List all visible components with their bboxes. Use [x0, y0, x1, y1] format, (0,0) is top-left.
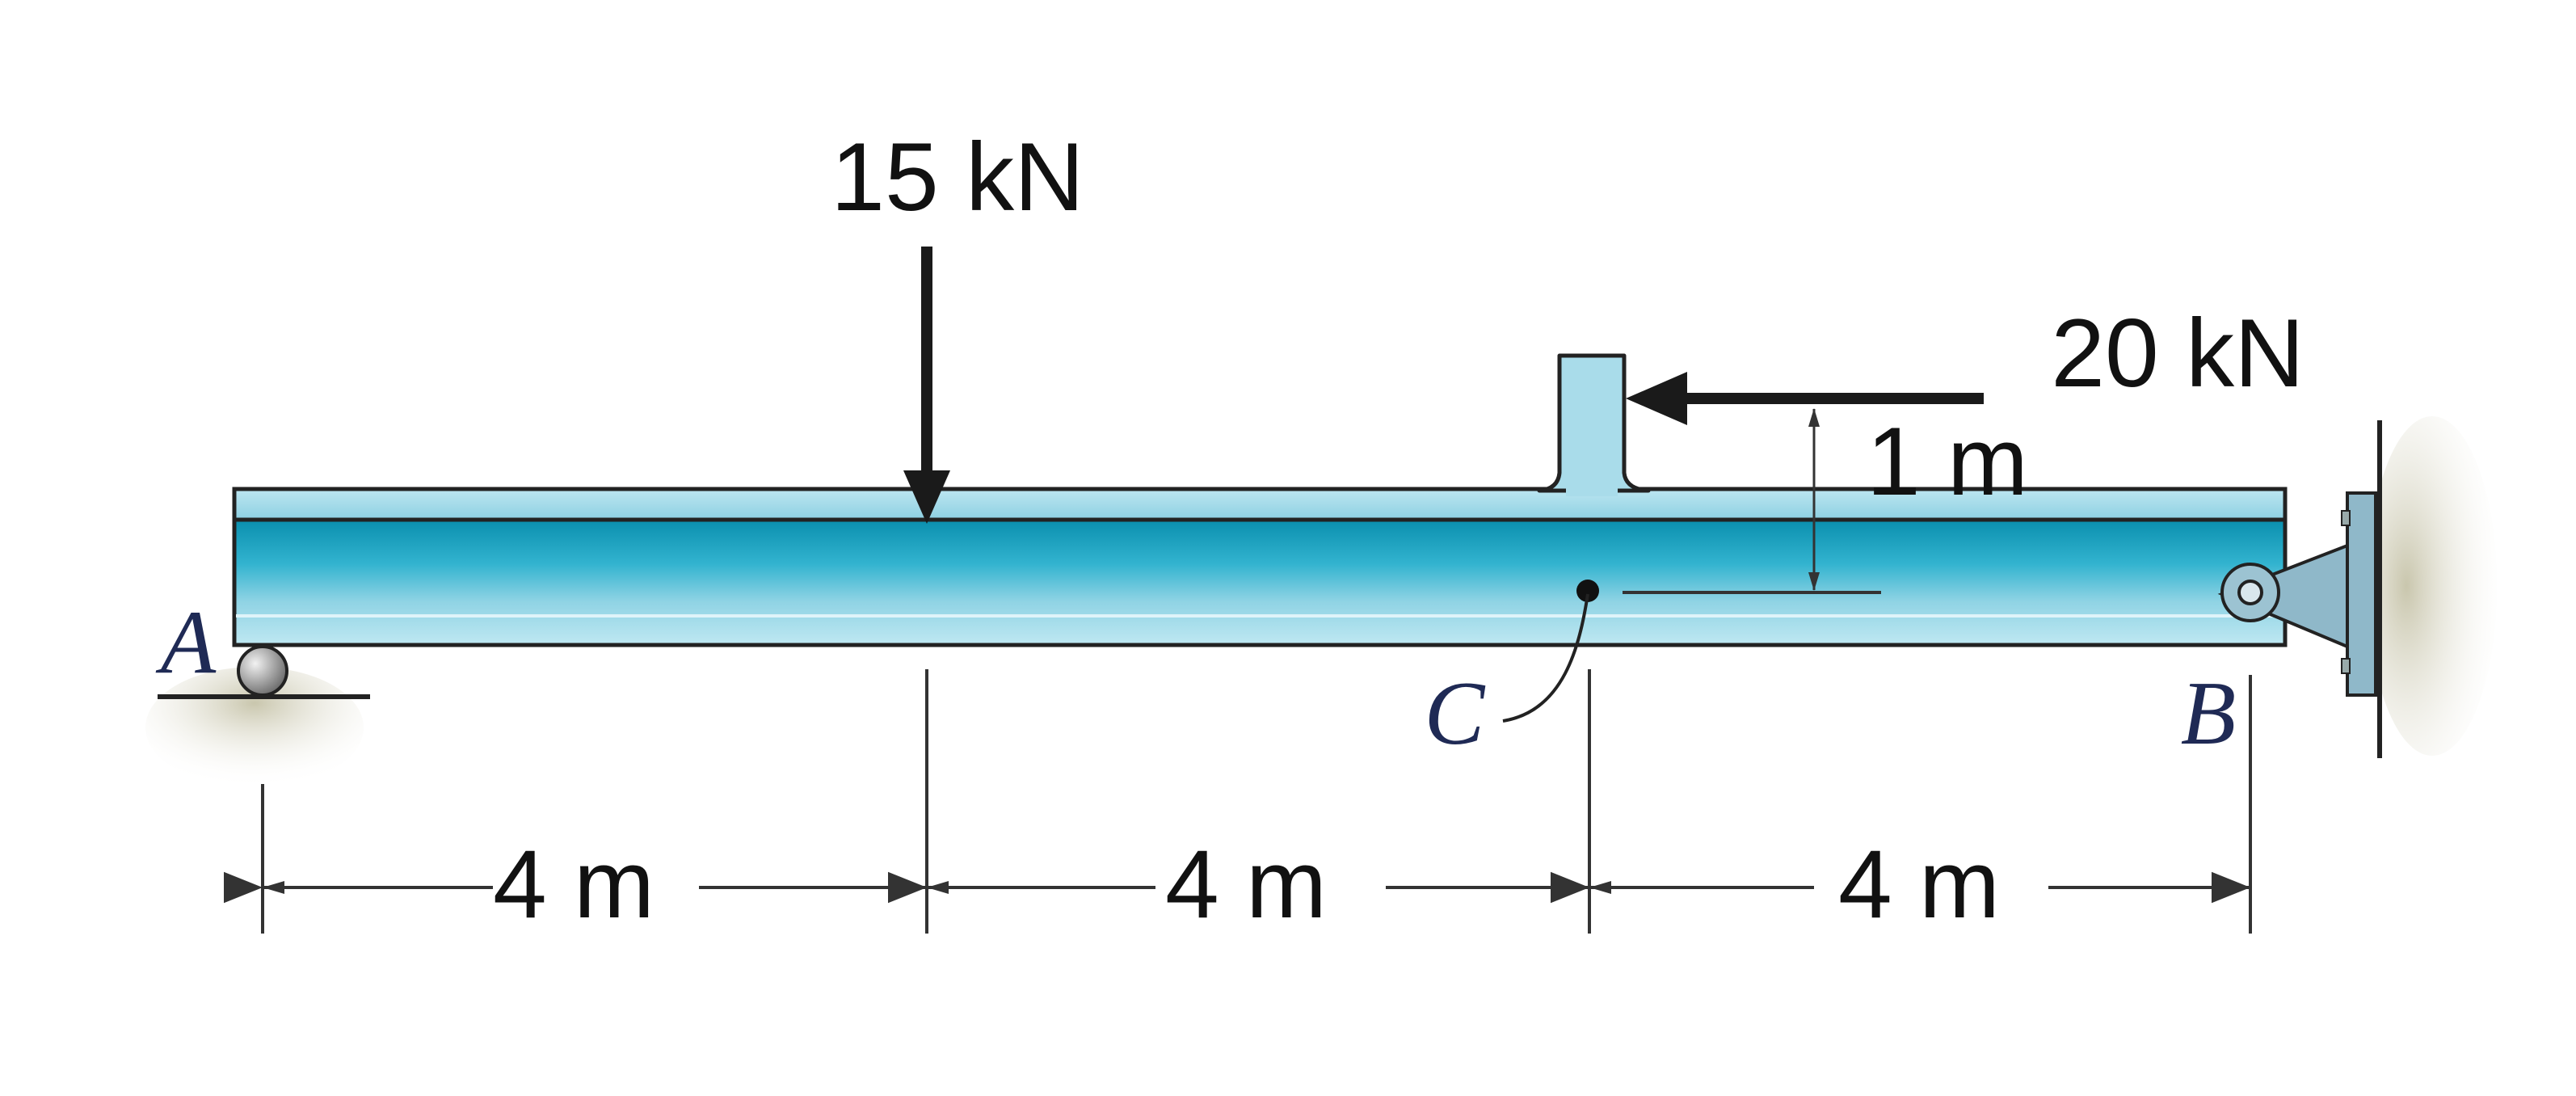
wall-b	[2368, 416, 2497, 758]
beam	[232, 487, 2288, 647]
lever-arm-dimension	[1623, 408, 1881, 594]
point-b-label: B	[2181, 664, 2236, 764]
lever-arm-label: 1 m	[1867, 407, 2028, 516]
dimension-arrowheads	[263, 881, 1611, 894]
dimension-label-1: 4 m	[493, 830, 655, 938]
pin-support-icon	[2217, 491, 2377, 697]
point-c-marker	[1502, 580, 1599, 723]
arrow-15kn	[903, 247, 950, 524]
dimension-label-3: 4 m	[1838, 830, 2000, 938]
dimension-label-2: 4 m	[1165, 830, 1327, 938]
ground-a	[145, 667, 370, 788]
roller-support-icon	[237, 645, 288, 697]
bracket	[1537, 353, 1651, 496]
point-a-label: A	[155, 592, 217, 693]
load-20kn-label: 20 kN	[2051, 299, 2304, 407]
load-15kn-label: 15 kN	[831, 123, 1084, 231]
dimension-line	[224, 669, 2252, 934]
arrow-20kn	[1626, 372, 1984, 425]
point-c-label: C	[1425, 664, 1486, 764]
